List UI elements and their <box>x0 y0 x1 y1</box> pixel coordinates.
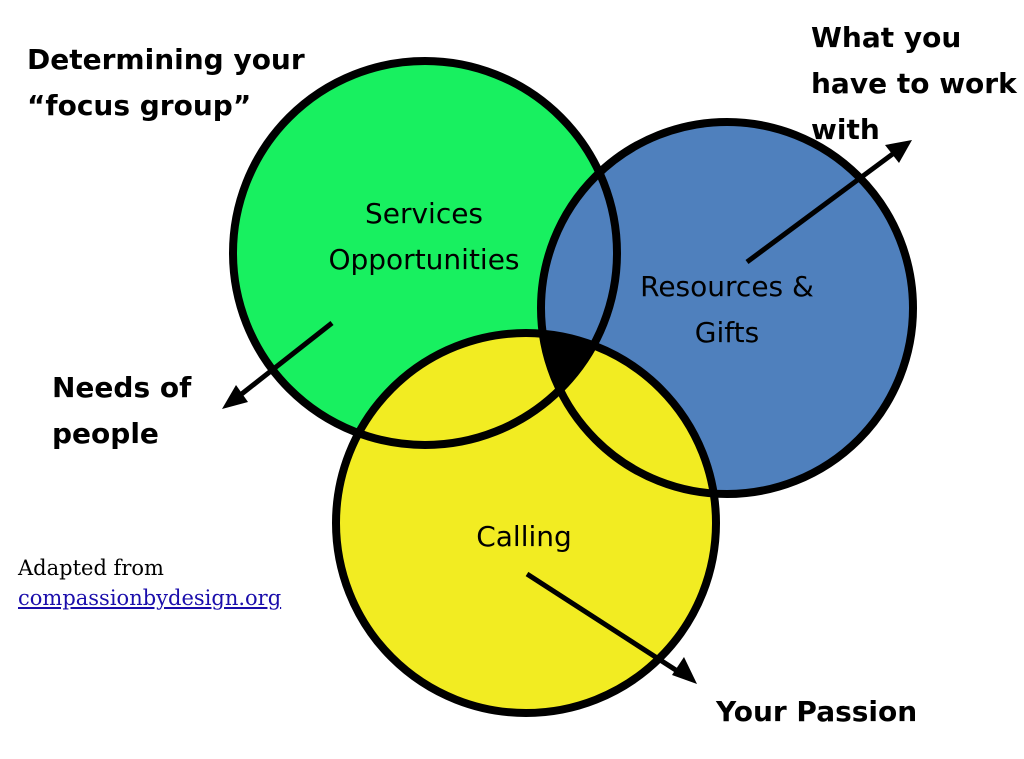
arrowhead-needs <box>222 385 248 409</box>
heading-line-1: Determining your <box>27 43 305 76</box>
services-label-line-1: Services <box>364 197 484 230</box>
work-with-line-1: What you <box>811 21 962 54</box>
credit-link[interactable]: compassionbydesign.org <box>18 586 282 610</box>
passion-callout: Your Passion <box>716 689 917 735</box>
resources-circle-label: Resources & Gifts <box>640 264 814 356</box>
resources-label-line-1: Resources & <box>640 270 814 303</box>
heading-line-2: “focus group” <box>27 89 252 122</box>
work-with-callout: What you have to work with <box>811 15 1017 153</box>
work-with-line-2: have to work <box>811 67 1017 100</box>
services-label-line-2: Opportunities <box>328 243 520 276</box>
resources-circle-outline <box>537 118 917 498</box>
source-credit: Adapted from compassionbydesign.org <box>18 553 281 613</box>
work-with-line-3: with <box>811 113 880 146</box>
arrowhead-passion <box>672 657 697 684</box>
services-circle-outline <box>229 57 621 449</box>
needs-line-2: people <box>52 417 159 450</box>
passion-line-1: Your Passion <box>716 695 918 728</box>
needs-callout: Needs of people <box>52 365 191 457</box>
arrow-to-needs <box>232 321 334 402</box>
diagram-heading: Determining your “focus group” <box>27 37 305 129</box>
calling-label-line-1: Calling <box>476 520 572 553</box>
calling-circle-label: Calling <box>476 514 572 560</box>
needs-line-1: Needs of <box>52 371 192 404</box>
arrowhead-work-with <box>885 140 912 163</box>
arrow-to-passion <box>525 571 687 679</box>
calling-circle-outline <box>332 329 720 717</box>
calling-circle <box>336 333 716 713</box>
services-circle-label: Services Opportunities <box>328 191 519 283</box>
credit-text: Adapted from <box>18 556 164 580</box>
resources-label-line-2: Gifts <box>694 316 760 349</box>
arrow-to-work-with <box>745 147 900 265</box>
